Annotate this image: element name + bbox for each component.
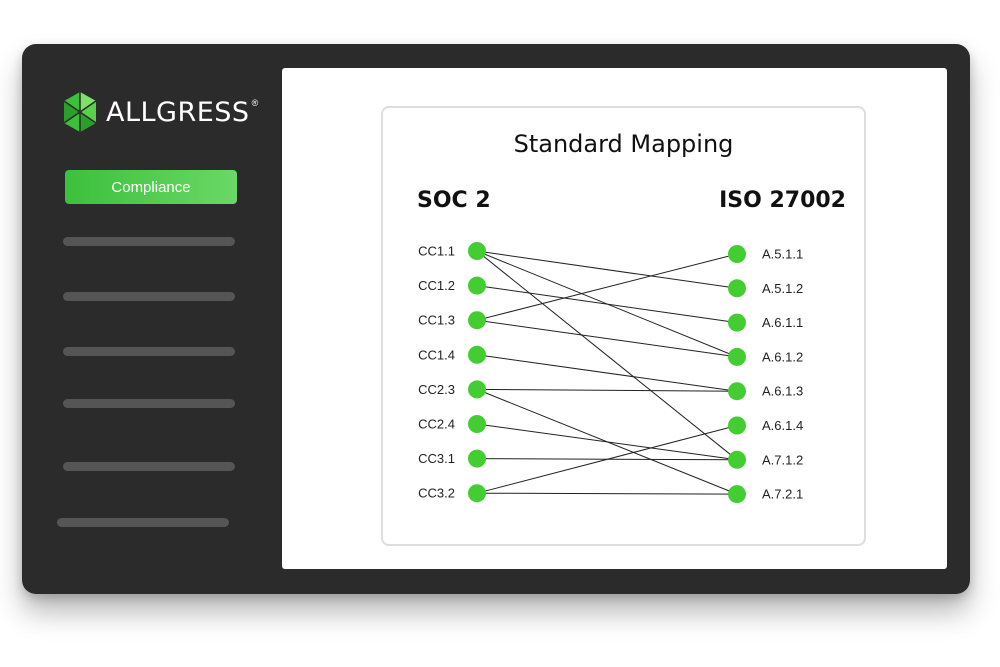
nav-item-placeholder[interactable]	[63, 462, 235, 471]
right-node[interactable]	[728, 382, 746, 401]
right-node-label: A.6.1.2	[762, 349, 803, 364]
mapping-link	[476, 492, 738, 495]
mapping-link	[476, 250, 738, 289]
left-node-label: CC3.1	[418, 451, 455, 466]
mapping-link	[476, 425, 738, 494]
nav-item-placeholder[interactable]	[57, 518, 229, 527]
mapping-link	[476, 253, 738, 321]
right-node-label: A.6.1.3	[762, 384, 803, 399]
right-node[interactable]	[728, 245, 746, 263]
nav-item-compliance[interactable]: Compliance	[65, 170, 237, 204]
mapping-link	[476, 388, 738, 392]
diagram-title: Standard Mapping	[513, 130, 734, 158]
left-node[interactable]	[468, 380, 486, 399]
mapping-link	[476, 285, 738, 324]
allgress-logo: ALLGRESS ®	[62, 90, 258, 134]
right-node-label: A.7.1.2	[762, 452, 803, 467]
left-node-label: CC3.2	[418, 486, 455, 501]
mapping-link	[476, 250, 738, 461]
nav-item-placeholder[interactable]	[63, 347, 235, 356]
mapping-link	[476, 354, 738, 392]
right-node[interactable]	[728, 313, 746, 332]
right-node[interactable]	[728, 450, 746, 469]
left-node[interactable]	[468, 415, 486, 433]
left-node[interactable]	[468, 449, 486, 468]
left-node-label: CC1.1	[418, 244, 455, 259]
left-node[interactable]	[468, 484, 486, 503]
left-node-label: CC1.3	[418, 313, 455, 328]
right-node[interactable]	[728, 347, 746, 366]
mapping-diagram: CC1.1CC1.2CC1.3CC1.4CC2.3CC2.4CC3.1CC3.2…	[418, 242, 803, 504]
left-node-label: CC2.3	[418, 382, 455, 397]
right-node[interactable]	[728, 485, 746, 504]
right-node-label: A.7.2.1	[762, 487, 803, 502]
right-node[interactable]	[728, 416, 746, 435]
nav-item-placeholder[interactable]	[63, 292, 235, 301]
mapping-link	[476, 319, 738, 358]
left-node[interactable]	[468, 242, 486, 260]
right-node[interactable]	[728, 279, 746, 298]
left-node-label: CC2.4	[418, 417, 455, 432]
nav-item-placeholder[interactable]	[63, 237, 235, 246]
logo-text: ALLGRESS	[106, 96, 250, 128]
left-node-label: CC1.2	[418, 278, 455, 293]
left-node[interactable]	[468, 345, 486, 364]
right-node-label: A.5.1.2	[762, 281, 803, 296]
right-node-label: A.6.1.1	[762, 315, 803, 330]
right-column-header: ISO 27002	[719, 188, 846, 213]
right-node-label: A.5.1.1	[762, 247, 803, 262]
mapping-link	[476, 423, 738, 461]
left-node-label: CC1.4	[418, 347, 455, 362]
registered-mark: ®	[251, 98, 259, 108]
left-node[interactable]	[468, 311, 486, 330]
nav-item-placeholder[interactable]	[63, 399, 235, 408]
allgress-hexagon-logo-icon	[63, 92, 97, 132]
right-node-label: A.6.1.4	[762, 418, 803, 433]
left-node[interactable]	[468, 276, 486, 295]
left-column-header: SOC 2	[417, 188, 491, 213]
